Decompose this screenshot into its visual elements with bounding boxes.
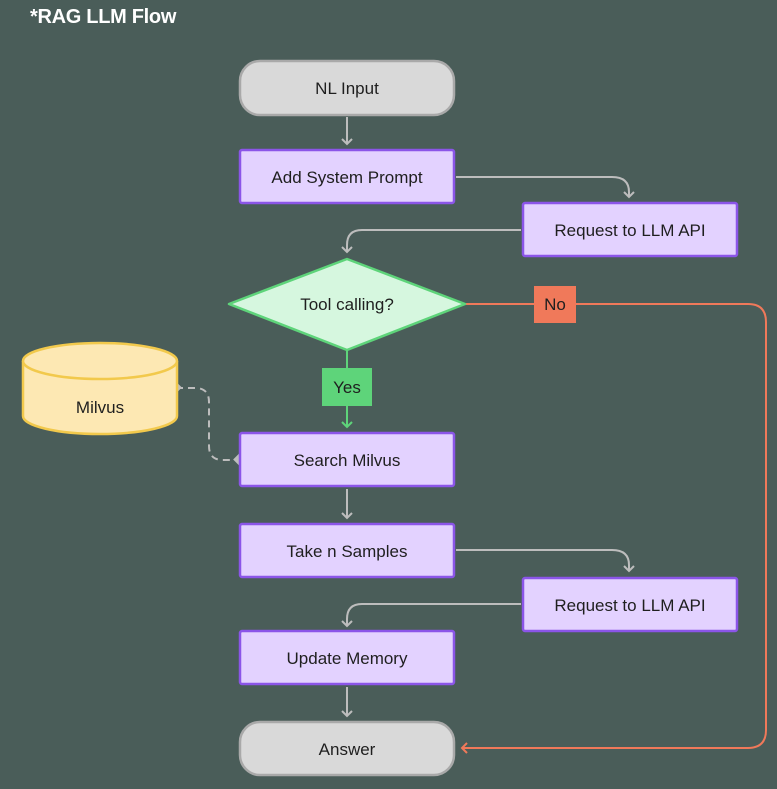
node-add-system-prompt: Add System Prompt <box>238 148 456 205</box>
node-answer-label: Answer <box>319 740 376 759</box>
edge-label-yes-text: Yes <box>333 378 361 397</box>
node-request-llm-1-label: Request to LLM API <box>554 221 705 240</box>
edge-label-yes: Yes <box>322 368 372 406</box>
node-tool-calling-label: Tool calling? <box>300 295 394 314</box>
node-nl-input: NL Input <box>238 59 456 117</box>
node-update-memory-label: Update Memory <box>287 649 408 668</box>
edge-request-to-memory <box>341 603 521 628</box>
node-milvus: Milvus <box>21 341 179 436</box>
node-nl-input-label: NL Input <box>315 79 379 98</box>
node-take-samples-label: Take n Samples <box>287 542 408 561</box>
diagram-title: *RAG LLM Flow <box>30 6 177 28</box>
node-add-system-prompt-label: Add System Prompt <box>271 168 422 187</box>
edge-request-to-decision <box>341 229 521 254</box>
edge-milvus-search-link <box>176 387 240 461</box>
node-search-milvus-label: Search Milvus <box>294 451 401 470</box>
node-milvus-label: Milvus <box>76 398 124 417</box>
edge-label-no-text: No <box>544 295 566 314</box>
edge-label-no: No <box>534 286 576 323</box>
node-update-memory: Update Memory <box>238 629 456 686</box>
node-answer: Answer <box>238 720 456 777</box>
node-request-llm-1: Request to LLM API <box>521 201 739 258</box>
edge-samples-to-request <box>456 549 635 573</box>
node-request-llm-2-label: Request to LLM API <box>554 596 705 615</box>
edge-prompt-to-request <box>456 176 635 199</box>
edge-no-to-answer <box>460 303 767 754</box>
node-take-samples: Take n Samples <box>238 522 456 579</box>
node-request-llm-2: Request to LLM API <box>521 576 739 633</box>
node-search-milvus: Search Milvus <box>238 431 456 488</box>
node-tool-calling: Tool calling? <box>227 257 467 352</box>
